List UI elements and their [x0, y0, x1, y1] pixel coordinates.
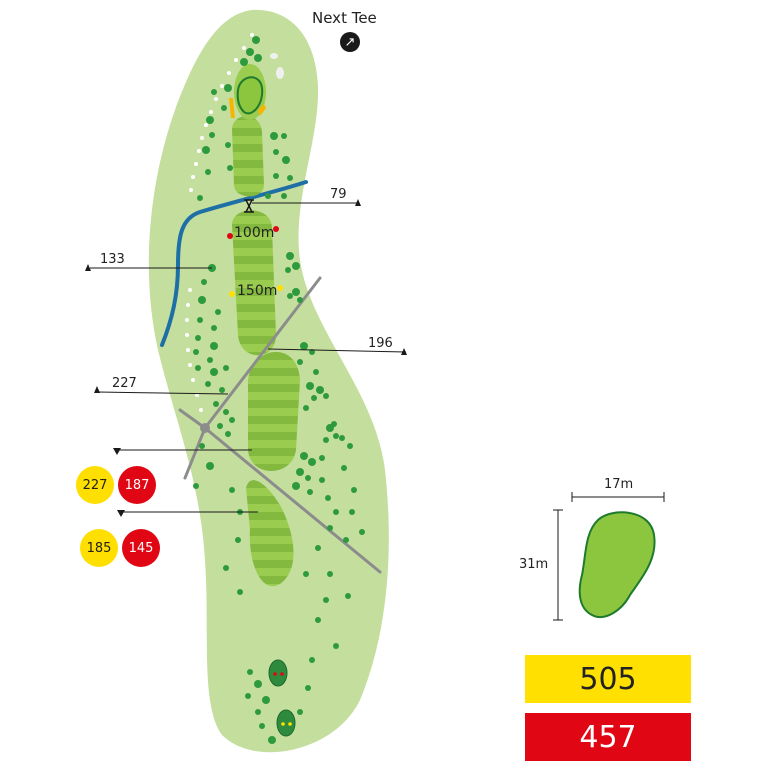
out-of-bounds-markers: [185, 33, 254, 412]
red-layup-badge: 145: [122, 529, 160, 567]
red-tee-length: 457: [525, 713, 691, 761]
distance-133-label: 133: [100, 252, 125, 267]
yellow-tee-marker: [288, 722, 292, 726]
water-hazard: [160, 180, 308, 347]
putting-green: [234, 64, 266, 120]
marker-100-right: [273, 226, 279, 232]
marker-100-left: [227, 233, 233, 239]
fairways: [232, 116, 300, 587]
red-tee-box: [268, 659, 288, 687]
yellow-layup-badge: 185: [80, 529, 118, 567]
bunker: [229, 98, 235, 118]
distance-lines: [85, 199, 407, 517]
bunker: [270, 53, 278, 59]
green-150m-label: 150m: [237, 283, 277, 299]
yellow-tee-box: [276, 709, 296, 737]
bunker: [258, 104, 266, 116]
red-tee-marker: [280, 672, 284, 676]
yellow-tee-marker: [281, 722, 285, 726]
green-detail: 17m 31m: [519, 477, 665, 621]
trees: [193, 36, 365, 744]
red-tee-marker: [273, 672, 277, 676]
next-tee-label: Next Tee: [312, 9, 377, 27]
cart-paths: [178, 276, 382, 574]
green-depth-label: 31m: [519, 557, 548, 572]
yellow-layup-badge: 227: [76, 466, 114, 504]
arrow-up-right-icon: ↗: [340, 32, 360, 52]
distance-196-label: 196: [368, 336, 393, 351]
bridge: [244, 199, 254, 213]
green-width-label: 17m: [604, 477, 633, 492]
distance-227-label: 227: [112, 376, 137, 391]
yellow-tee-length: 505: [525, 655, 691, 703]
path-junction: [200, 423, 210, 433]
green-100m-label: 100m: [234, 225, 274, 241]
marker-150-left: [229, 291, 235, 297]
red-layup-badge: 187: [118, 466, 156, 504]
bunker: [276, 67, 284, 79]
distance-79-label: 79: [330, 187, 347, 202]
marker-150-right: [277, 285, 283, 291]
